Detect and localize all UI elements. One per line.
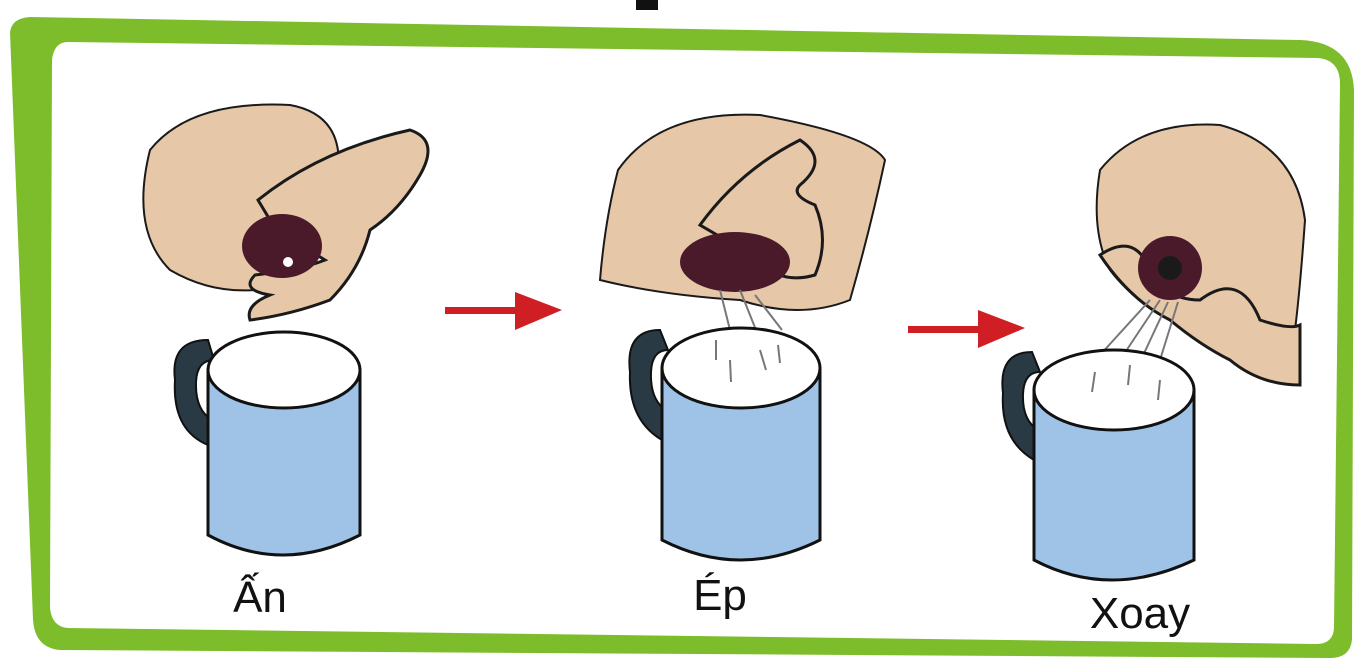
- step3-label: Xoay: [1060, 592, 1220, 636]
- areola-2: [680, 232, 790, 292]
- step1-label: Ấn: [190, 576, 330, 620]
- title-fragment: [636, 0, 658, 10]
- cup-rim-1: [208, 332, 360, 408]
- areola-1: [242, 214, 322, 278]
- step2-label: Ép: [650, 574, 790, 618]
- cup-rim-3: [1034, 350, 1194, 430]
- cup-rim-2: [662, 328, 820, 408]
